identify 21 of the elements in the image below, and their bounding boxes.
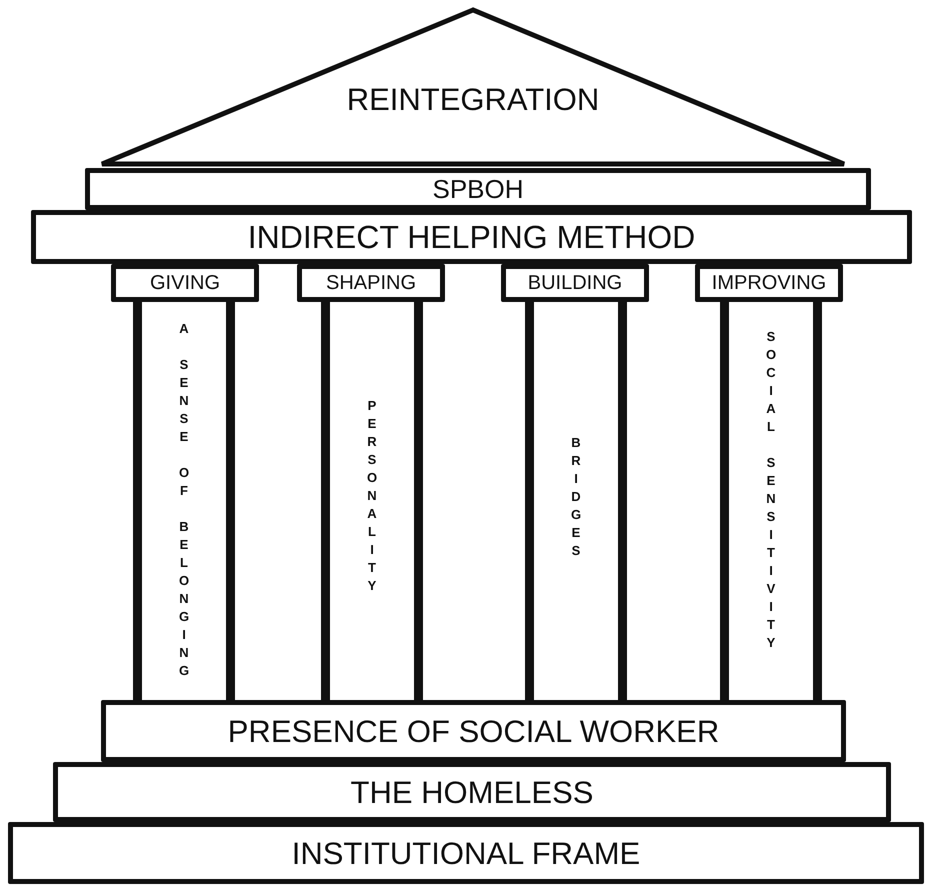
vertical-label: BRIDGES [570, 434, 582, 560]
bar-label: INDIRECT HELPING METHOD [248, 221, 696, 253]
vertical-label: SOCIAL SENSITIVITY [764, 328, 778, 652]
bar-label: IMPROVING [712, 273, 826, 293]
bar-slab [297, 264, 445, 302]
bar-slab [85, 168, 871, 210]
bar-label: SHAPING [326, 273, 416, 293]
bar-label: BUILDING [528, 273, 622, 293]
vertical-label: A SENSE OF BELONGING [178, 320, 190, 680]
bar-slab [501, 264, 649, 302]
roof-label: REINTEGRATION [346, 84, 600, 115]
bar-label: SPBOH [432, 176, 524, 202]
bar-label: INSTITUTIONAL FRAME [292, 838, 640, 868]
bar-slab [695, 264, 843, 302]
bar-slab [101, 700, 846, 762]
bar-label: GIVING [150, 273, 220, 293]
bar-slab [8, 822, 924, 884]
bar-label: PRESENCE OF SOCIAL WORKER [228, 716, 720, 746]
bar-slab [111, 264, 259, 302]
bar-label: THE HOMELESS [350, 776, 594, 808]
vertical-label: PERSONALITY [366, 397, 378, 595]
